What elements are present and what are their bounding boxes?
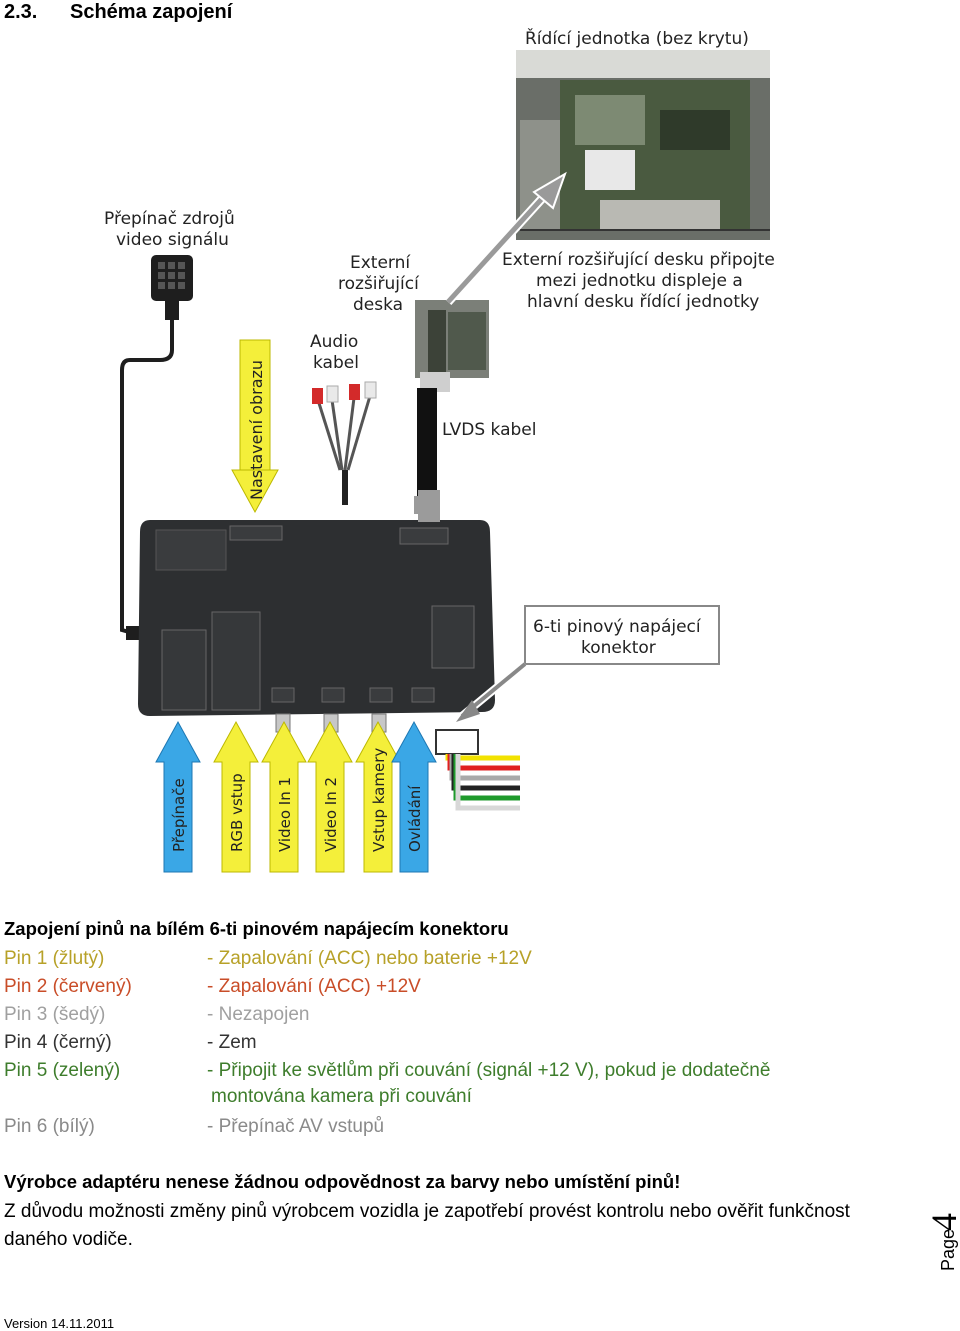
connector-label-line2: konektor <box>581 638 656 658</box>
section-heading: 2.3. Schéma zapojení <box>4 0 232 24</box>
pin-desc: - Zapalování (ACC) nebo baterie +12V <box>207 948 532 969</box>
ext-board-label-line2: rozšiřující <box>338 274 420 294</box>
input-arrow-shape <box>155 720 201 873</box>
image-settings-arrow: Nastavení obrazu <box>231 339 279 514</box>
pin-row-2: Pin 2 (červený) - Zapalování (ACC) +12V <box>4 974 421 1000</box>
connector-callout: 6-ti pinový napájecí konektor <box>456 605 720 722</box>
connector-wire <box>455 754 520 811</box>
input-arrow: Přepínače <box>155 720 201 873</box>
audio-plugs <box>312 381 377 404</box>
pin-row-5: Pin 5 (zelený) - Připojit ke světlům při … <box>4 1058 770 1110</box>
switch-label-line2: video signálu <box>116 230 229 250</box>
input-arrow-shape <box>391 720 437 873</box>
version-footer: Version 14.11.2011 <box>4 1316 115 1331</box>
pin-row-3: Pin 3 (šedý) - Nezapojen <box>4 1002 309 1028</box>
pin-desc: - Zem <box>207 1032 257 1053</box>
page-marker: Page 4 <box>930 1213 958 1271</box>
ext-to-unit-arrow <box>444 171 567 306</box>
pin-desc: - Nezapojen <box>207 1004 310 1025</box>
pin-label: Pin 6 (bílý) <box>4 1116 95 1137</box>
pins-title: Zapojení pinů na bílém 6-ti pinovém napá… <box>4 918 509 939</box>
switch-connector <box>120 255 193 640</box>
audio-label-line2: kabel <box>313 353 359 373</box>
pin-desc: - Připojit ke světlům při couvání (signá… <box>207 1058 770 1110</box>
note-text: Z důvodu možnosti změny pinů výrobcem vo… <box>4 1201 850 1250</box>
connector-wires <box>445 754 520 811</box>
section-title: Schéma zapojení <box>70 1 233 23</box>
pin-label: Pin 2 (červený) <box>4 976 132 997</box>
audio-cable <box>316 395 372 505</box>
ext-note-line3: hlavní desku řídící jednotky <box>527 292 759 312</box>
input-arrow: RGB vstup <box>213 720 259 873</box>
input-arrow: Vstup kamery <box>355 720 401 873</box>
pin-desc-line2: montována kamera při couvání <box>211 1086 472 1107</box>
input-arrow-shape <box>213 720 259 873</box>
pin-desc-line1: - Připojit ke světlům při couvání (signá… <box>207 1060 771 1081</box>
warning-text: Výrobce adaptéru nenese žádnou odpovědno… <box>4 1171 681 1192</box>
input-arrow: Video In 2 <box>307 720 353 873</box>
input-arrow-label: Video In 1 <box>276 777 294 852</box>
input-arrow-shape <box>307 720 353 873</box>
audio-label-line1: Audio <box>310 332 358 352</box>
control-unit-label: Řídící jednotka (bez krytu) <box>525 27 749 49</box>
input-arrow-label: Ovládání <box>406 785 424 852</box>
wiring-diagram: Řídící jednotka (bez krytu) Přepínač zdr… <box>104 27 775 873</box>
pin-row-4: Pin 4 (černý) - Zem <box>4 1030 257 1056</box>
input-arrow-shape <box>261 720 307 873</box>
pin-label: Pin 5 (zelený) <box>4 1060 121 1081</box>
lvds-label: LVDS kabel <box>442 420 536 440</box>
input-arrow-label: Přepínače <box>170 778 188 852</box>
input-arrow-label: Video In 2 <box>322 777 340 852</box>
connector-label-line1: 6-ti pinový napájecí <box>533 617 702 637</box>
pin-desc: - Zapalování (ACC) +12V <box>207 976 421 997</box>
pin-desc: - Přepínač AV vstupů <box>207 1116 385 1137</box>
pin-label: Pin 3 (šedý) <box>4 1004 106 1025</box>
ext-board-label-line1: Externí <box>350 253 411 273</box>
pin-row-1: Pin 1 (žlutý) - Zapalování (ACC) nebo bat… <box>4 946 532 972</box>
input-arrow: Ovládání <box>391 720 437 873</box>
six-pin-connector <box>435 729 520 811</box>
input-arrow-label: RGB vstup <box>228 773 246 852</box>
pin-label: Pin 1 (žlutý) <box>4 948 105 969</box>
input-arrow: Video In 1 <box>261 720 307 873</box>
pin-row-6: Pin 6 (bílý) - Přepínač AV vstupů <box>4 1114 384 1140</box>
control-unit-photo <box>516 50 770 240</box>
ext-note-line2: mezi jednotku displeje a <box>536 271 743 291</box>
section-number: 2.3. <box>4 1 38 23</box>
page-label: Page <box>938 1229 958 1271</box>
page-number: 4 <box>930 1213 958 1231</box>
external-board <box>414 300 489 514</box>
input-arrow-shape <box>355 720 401 873</box>
ext-note-line1: Externí rozšiřující desku připojte <box>502 250 775 270</box>
pin-label: Pin 4 (černý) <box>4 1032 112 1053</box>
adapter-box <box>138 490 495 733</box>
image-settings-label: Nastavení obrazu <box>247 360 266 500</box>
ext-board-label-line3: deska <box>353 295 403 315</box>
input-arrows: Přepínače RGB vstup Video In 1 Video In 2 Vs… <box>155 720 437 873</box>
input-arrow-label: Vstup kamery <box>370 748 388 852</box>
switch-label-line1: Přepínač zdrojů <box>104 209 235 229</box>
